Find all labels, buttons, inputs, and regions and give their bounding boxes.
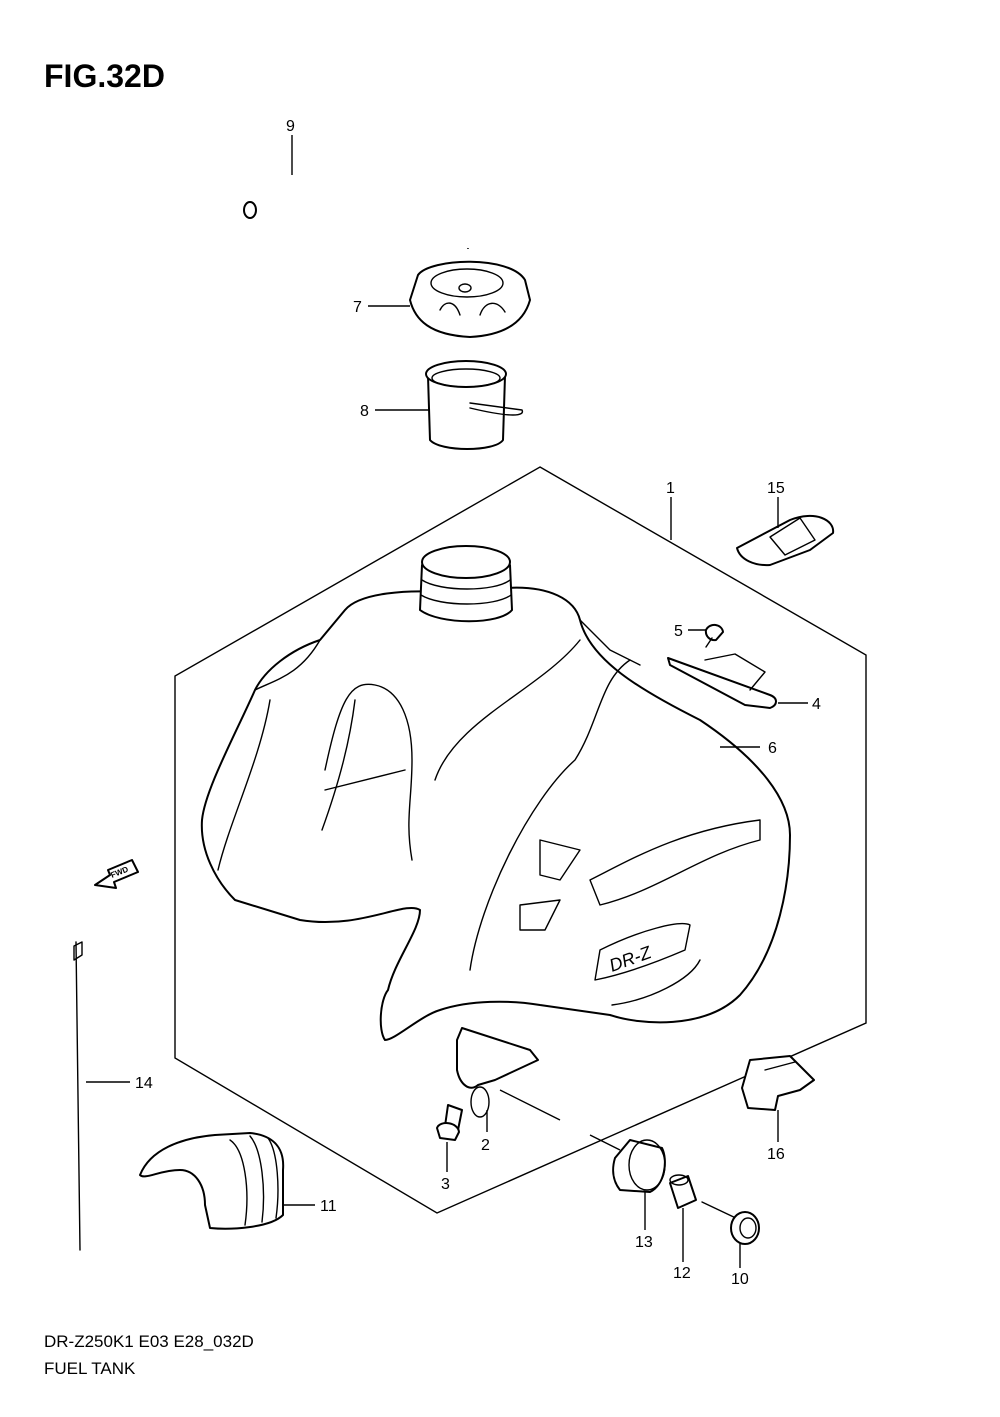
filler-ring	[425, 360, 524, 450]
figure-title: FIG.32D	[44, 58, 165, 94]
callout-labels: 9 7 8 1 15 5 4 6 14 2 3 11 13 12 10 16	[135, 118, 821, 1288]
callout-7: 7	[353, 299, 362, 316]
strap-hook	[736, 514, 835, 567]
fuel-tank: DR-Z	[200, 545, 791, 1041]
callout-3: 3	[441, 1176, 450, 1193]
mount-bracket	[456, 1027, 539, 1118]
forward-arrow-icon: FWD	[94, 859, 139, 889]
assembly-boundary	[174, 466, 867, 1214]
callout-9: 9	[286, 118, 295, 135]
callout-1: 1	[666, 480, 675, 497]
callout-2: 2	[481, 1137, 490, 1154]
callout-11: 11	[320, 1198, 337, 1215]
callout-13: 13	[635, 1234, 653, 1251]
screw	[704, 624, 724, 648]
fuel-cap	[409, 260, 531, 338]
callout-16: 16	[767, 1146, 785, 1163]
tank-bracket	[667, 653, 777, 709]
flange-bolt	[701, 1201, 760, 1245]
callout-14: 14	[135, 1075, 153, 1092]
callout-15: 15	[767, 480, 785, 497]
callout-10: 10	[731, 1271, 749, 1288]
collar	[669, 1174, 697, 1209]
model-code: DR-Z250K1 E03 E28_032D	[44, 1332, 254, 1351]
leader-lines	[86, 135, 808, 1268]
tie-band	[73, 941, 83, 1251]
callout-4: 4	[812, 696, 821, 713]
cushion-clip	[741, 1055, 815, 1111]
callout-6: 6	[768, 740, 777, 757]
mount-bolt	[436, 1104, 463, 1141]
callout-5: 5	[674, 623, 683, 640]
section-name: FUEL TANK	[44, 1359, 136, 1378]
grommet	[612, 1139, 666, 1193]
callout-12: 12	[673, 1265, 691, 1282]
callout-8: 8	[360, 403, 369, 420]
tank-cushion	[139, 1132, 285, 1230]
breather-hose	[243, 154, 474, 249]
